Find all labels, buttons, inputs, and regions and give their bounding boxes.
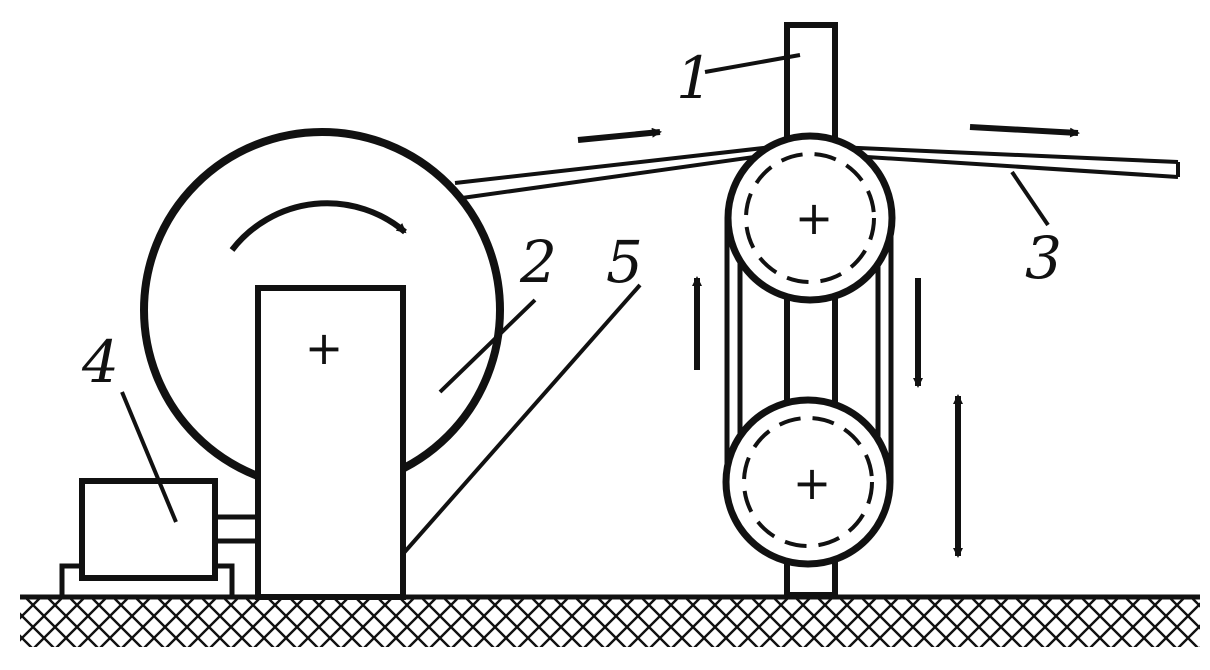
leader-lines (120, 53, 1050, 557)
belt-out-arrow (969, 124, 1080, 138)
lower-pulley-center-marker: + (793, 456, 832, 510)
label-belt: 3 (1025, 224, 1062, 292)
label-motor: 4 (81, 328, 119, 396)
motor (59, 478, 258, 600)
ground (20, 594, 1200, 647)
upper-pulley: + (724, 132, 896, 304)
label-drum: 2 (519, 228, 557, 296)
lower-pulley: + (722, 396, 894, 568)
direction-arrows (577, 124, 1080, 558)
upper-pulley-center-marker: + (795, 191, 834, 245)
rotation-arrow (229, 200, 407, 252)
stand: + (255, 285, 406, 600)
belt-in-arrow (577, 127, 662, 143)
drum-center-marker: + (305, 321, 344, 375)
label-mast: 1 (676, 44, 713, 112)
label-stand: 5 (606, 228, 643, 296)
